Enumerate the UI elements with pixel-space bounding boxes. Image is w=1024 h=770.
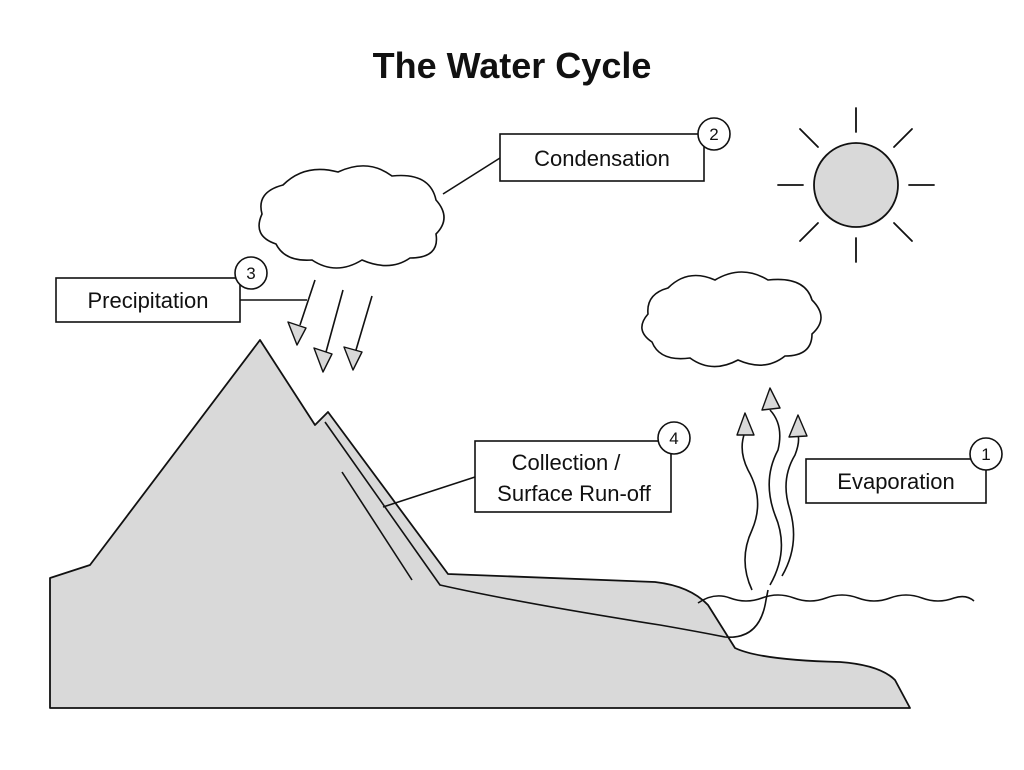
label-box [499,133,705,182]
label-box [55,277,241,323]
stage-label: Collection / [512,450,622,475]
mountain-icon [49,339,911,709]
stage-evaporation: Evaporation 1 [805,437,1003,504]
stage-number-badge [657,421,691,455]
stage-condensation: Condensation 2 [499,117,731,182]
diagram-title: The Water Cycle [373,45,652,86]
stage-collection: Collection / Surface Run-off 4 [474,421,691,513]
stage-number: 3 [246,264,255,283]
runoff-stream-line [324,421,769,638]
stage-number-badge [234,256,268,290]
stage-number-badge [969,437,1003,471]
collection-connector [382,476,476,508]
sun-icon [777,107,935,263]
stage-number: 1 [981,445,990,464]
rain-arrow-icon [313,289,344,373]
label-box [805,458,987,504]
stage-label: Surface Run-off [497,481,652,506]
rain-arrow-icon [343,295,373,371]
cloud-icon [641,271,822,368]
vapor-arrow-icon [761,387,783,586]
condensation-connector [442,157,501,195]
stage-label: Evaporation [837,469,954,494]
stage-precipitation: Precipitation 3 [55,256,268,323]
runoff-stream-line [341,471,413,581]
stage-number-badge [697,117,731,151]
stage-label: Precipitation [87,288,208,313]
rain-arrow-icon [287,279,316,346]
vapor-arrow-icon [736,412,759,591]
stage-number: 2 [709,125,718,144]
cloud-icon [258,165,445,269]
vapor-arrow-icon [781,414,808,577]
stage-number: 4 [669,429,678,448]
stage-label: Condensation [534,146,670,171]
water-wave-icon [697,594,975,604]
label-box [474,440,672,513]
